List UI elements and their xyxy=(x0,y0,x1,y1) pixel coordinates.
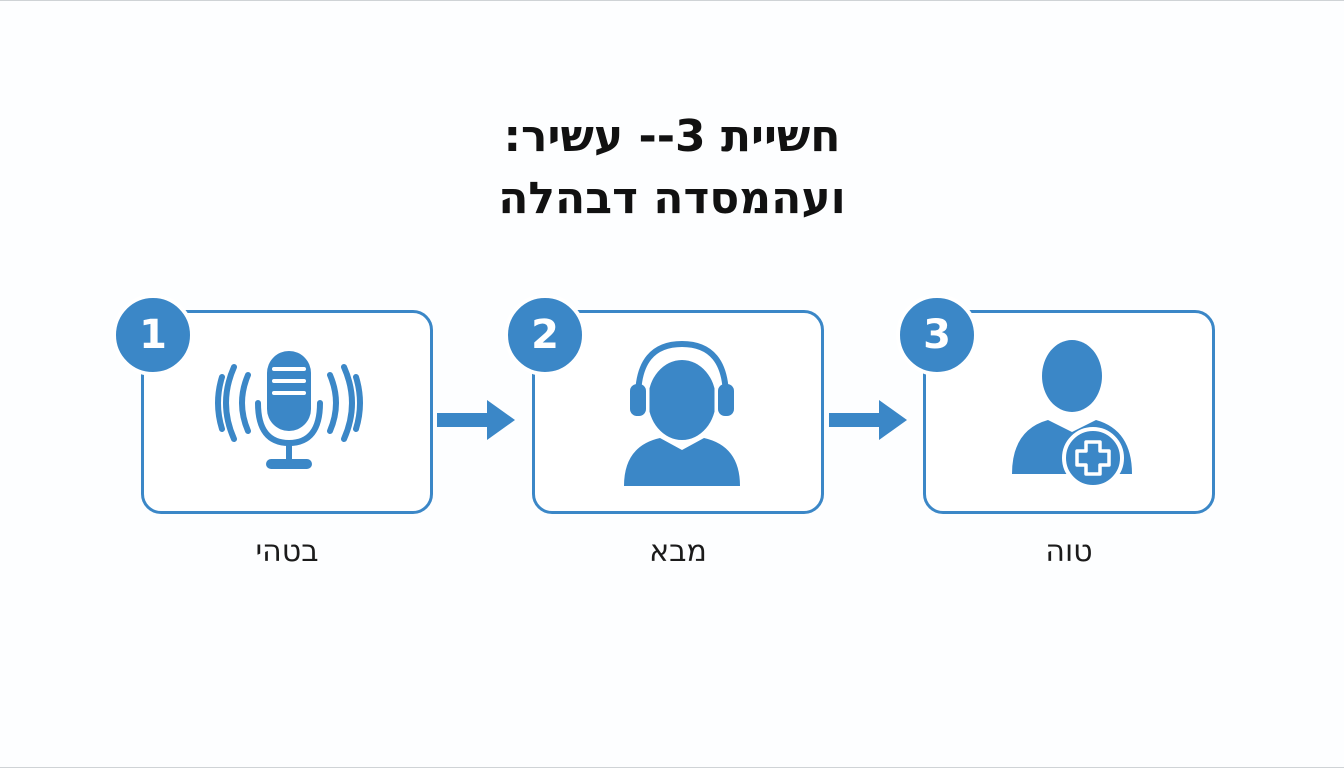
person-medical-icon xyxy=(1012,340,1132,488)
step-3-badge: 3 xyxy=(896,294,978,376)
headset-person-icon xyxy=(624,340,740,486)
diagram-title: חשיית 3-- עשיר: ועהמסדה דבהלה xyxy=(0,106,1344,230)
title-line-2: ועהמסדה דבהלה xyxy=(498,173,846,224)
top-border xyxy=(0,0,1344,1)
step-1-badge: 1 xyxy=(112,294,194,376)
step-2-badge: 2 xyxy=(504,294,586,376)
title-line-1: חשיית 3-- עשיר: xyxy=(503,111,841,162)
microphone-icon xyxy=(215,351,363,469)
step-3-label: טוה xyxy=(1045,534,1093,569)
arrow-right-icon xyxy=(829,400,907,440)
step-1-label: בטהי xyxy=(255,534,319,569)
arrow-right-icon xyxy=(437,400,515,440)
step-2-label: מבא xyxy=(649,534,707,569)
